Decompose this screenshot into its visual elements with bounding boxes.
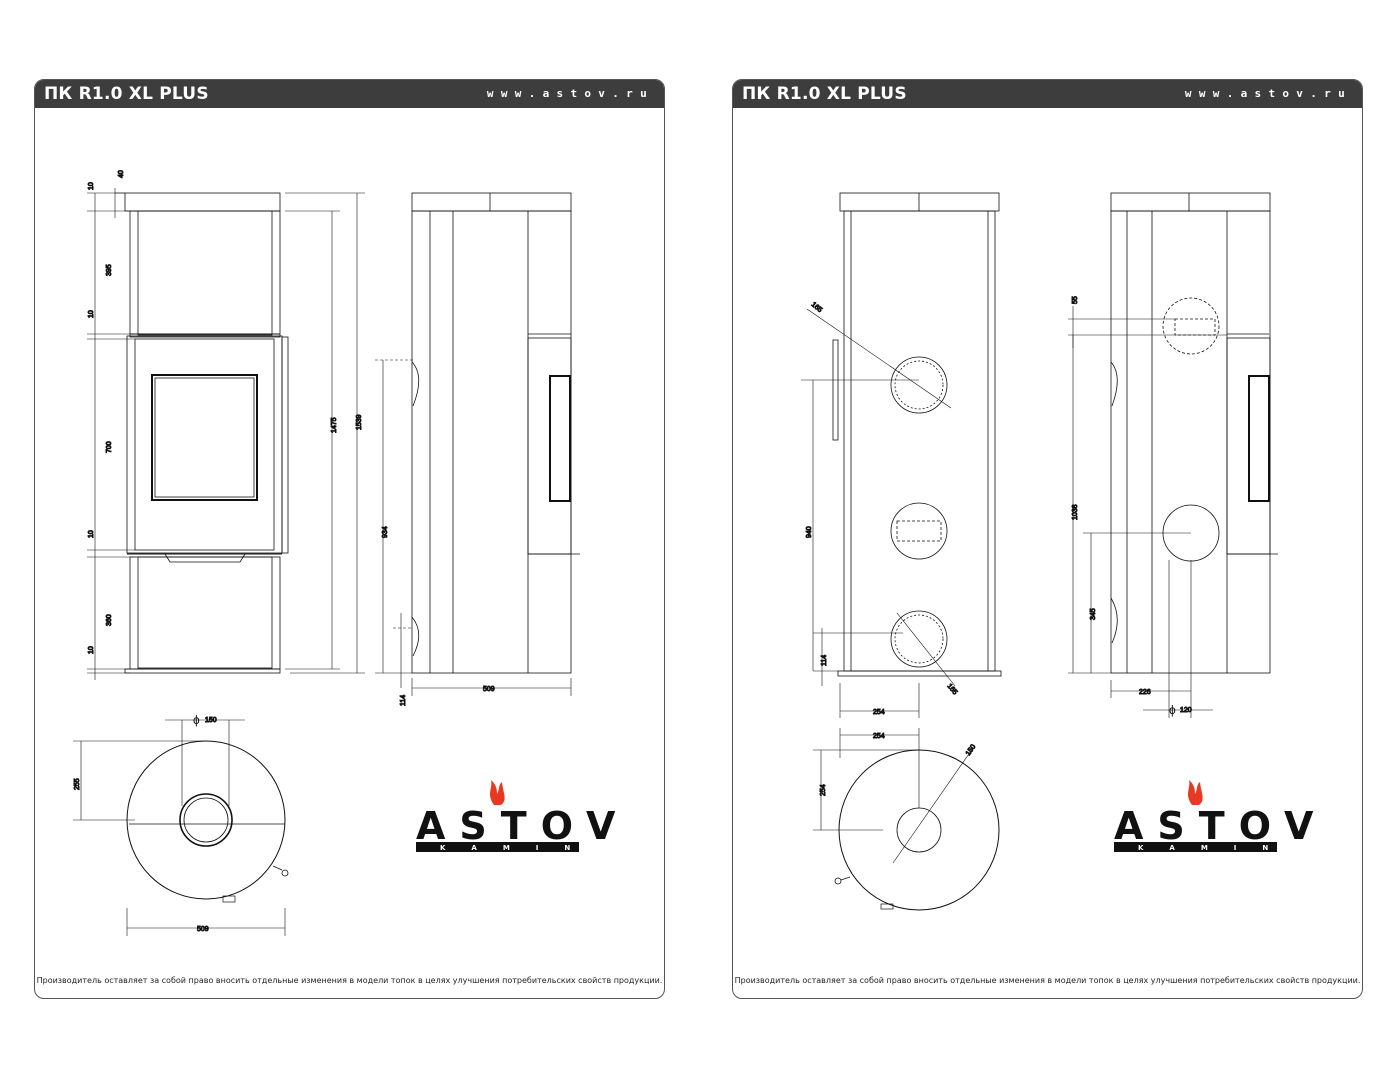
website-link[interactable]: www.astov.ru [1184, 87, 1352, 100]
diameter-icon: ϕ [193, 713, 200, 727]
dim-254b: 254 [873, 733, 885, 740]
dim-509b: 509 [197, 926, 209, 933]
dim-940: 940 [806, 526, 813, 538]
dim-150: 150 [965, 743, 977, 757]
flame-icon [1188, 780, 1203, 805]
rear-view [832, 192, 1002, 677]
front-view [124, 192, 289, 674]
dim-395: 395 [106, 264, 113, 276]
dim-120: 120 [1180, 707, 1192, 714]
logo-name: ASTOV [416, 804, 629, 848]
dim-226: 226 [1139, 689, 1151, 696]
rear-top-view [813, 728, 1000, 911]
dim-55: 55 [1072, 296, 1079, 304]
front-dimension-lines [87, 188, 365, 680]
astov-logo: ASTOV KAMIN [1114, 780, 1327, 852]
dim-150: 150 [205, 717, 217, 724]
flame-icon [490, 780, 505, 805]
dim-255: 255 [74, 778, 81, 790]
diameter-icon: ϕ [1169, 703, 1176, 717]
sheet-right: ПК R1.0 XL PLUS www.astov.ru [732, 79, 1363, 999]
dim-700: 700 [106, 441, 113, 453]
dim-1539: 1539 [356, 414, 363, 430]
sheet-header: ПК R1.0 XL PLUS www.astov.ru [733, 80, 1362, 108]
side-view [411, 192, 580, 674]
dim-114: 114 [821, 655, 828, 666]
disclaimer: Производитель оставляет за собой право в… [36, 976, 663, 985]
logo-name: ASTOV [1114, 804, 1327, 848]
dim-360: 360 [106, 614, 113, 626]
dim-114: 114 [400, 695, 407, 706]
dim-345: 345 [1090, 608, 1097, 620]
dim-10c: 10 [88, 530, 95, 538]
website-link[interactable]: www.astov.ru [486, 87, 654, 100]
logo-sub: KAMIN [440, 844, 596, 852]
dim-509: 509 [483, 686, 495, 693]
side-dimension-lines [375, 359, 572, 696]
sheet-title: ПК R1.0 XL PLUS [742, 84, 907, 104]
top-view [73, 719, 289, 936]
technical-drawing-rear-side: 165 940 114 165 254 254 254 150 [801, 192, 1327, 911]
logo-sub: KAMIN [1138, 844, 1294, 852]
astov-logo: ASTOV KAMIN [416, 780, 629, 852]
rear-dimension-lines [801, 308, 956, 718]
dim-10a: 10 [88, 182, 95, 190]
sheet-title: ПК R1.0 XL PLUS [44, 84, 209, 104]
sheet-header: ПК R1.0 XL PLUS www.astov.ru [35, 80, 664, 108]
dim-10b: 10 [88, 310, 95, 318]
dim-40: 40 [118, 170, 125, 178]
sheet-left: ПК R1.0 XL PLUS www.astov.ru [34, 79, 665, 999]
rear-side-view [1110, 192, 1278, 674]
dim-1038: 1038 [1072, 504, 1079, 520]
disclaimer: Производитель оставляет за собой право в… [734, 976, 1361, 985]
dim-165b: 165 [945, 683, 958, 697]
rear-side-dimension-lines [1068, 306, 1227, 718]
dim-254a: 254 [873, 709, 885, 716]
dim-934: 934 [382, 526, 389, 538]
dim-10d: 10 [88, 646, 95, 654]
dim-1475: 1475 [331, 417, 338, 433]
technical-drawing-front-side: 40 10 395 10 700 10 360 10 1475 1539 [73, 170, 629, 936]
dim-254c: 254 [820, 784, 827, 796]
